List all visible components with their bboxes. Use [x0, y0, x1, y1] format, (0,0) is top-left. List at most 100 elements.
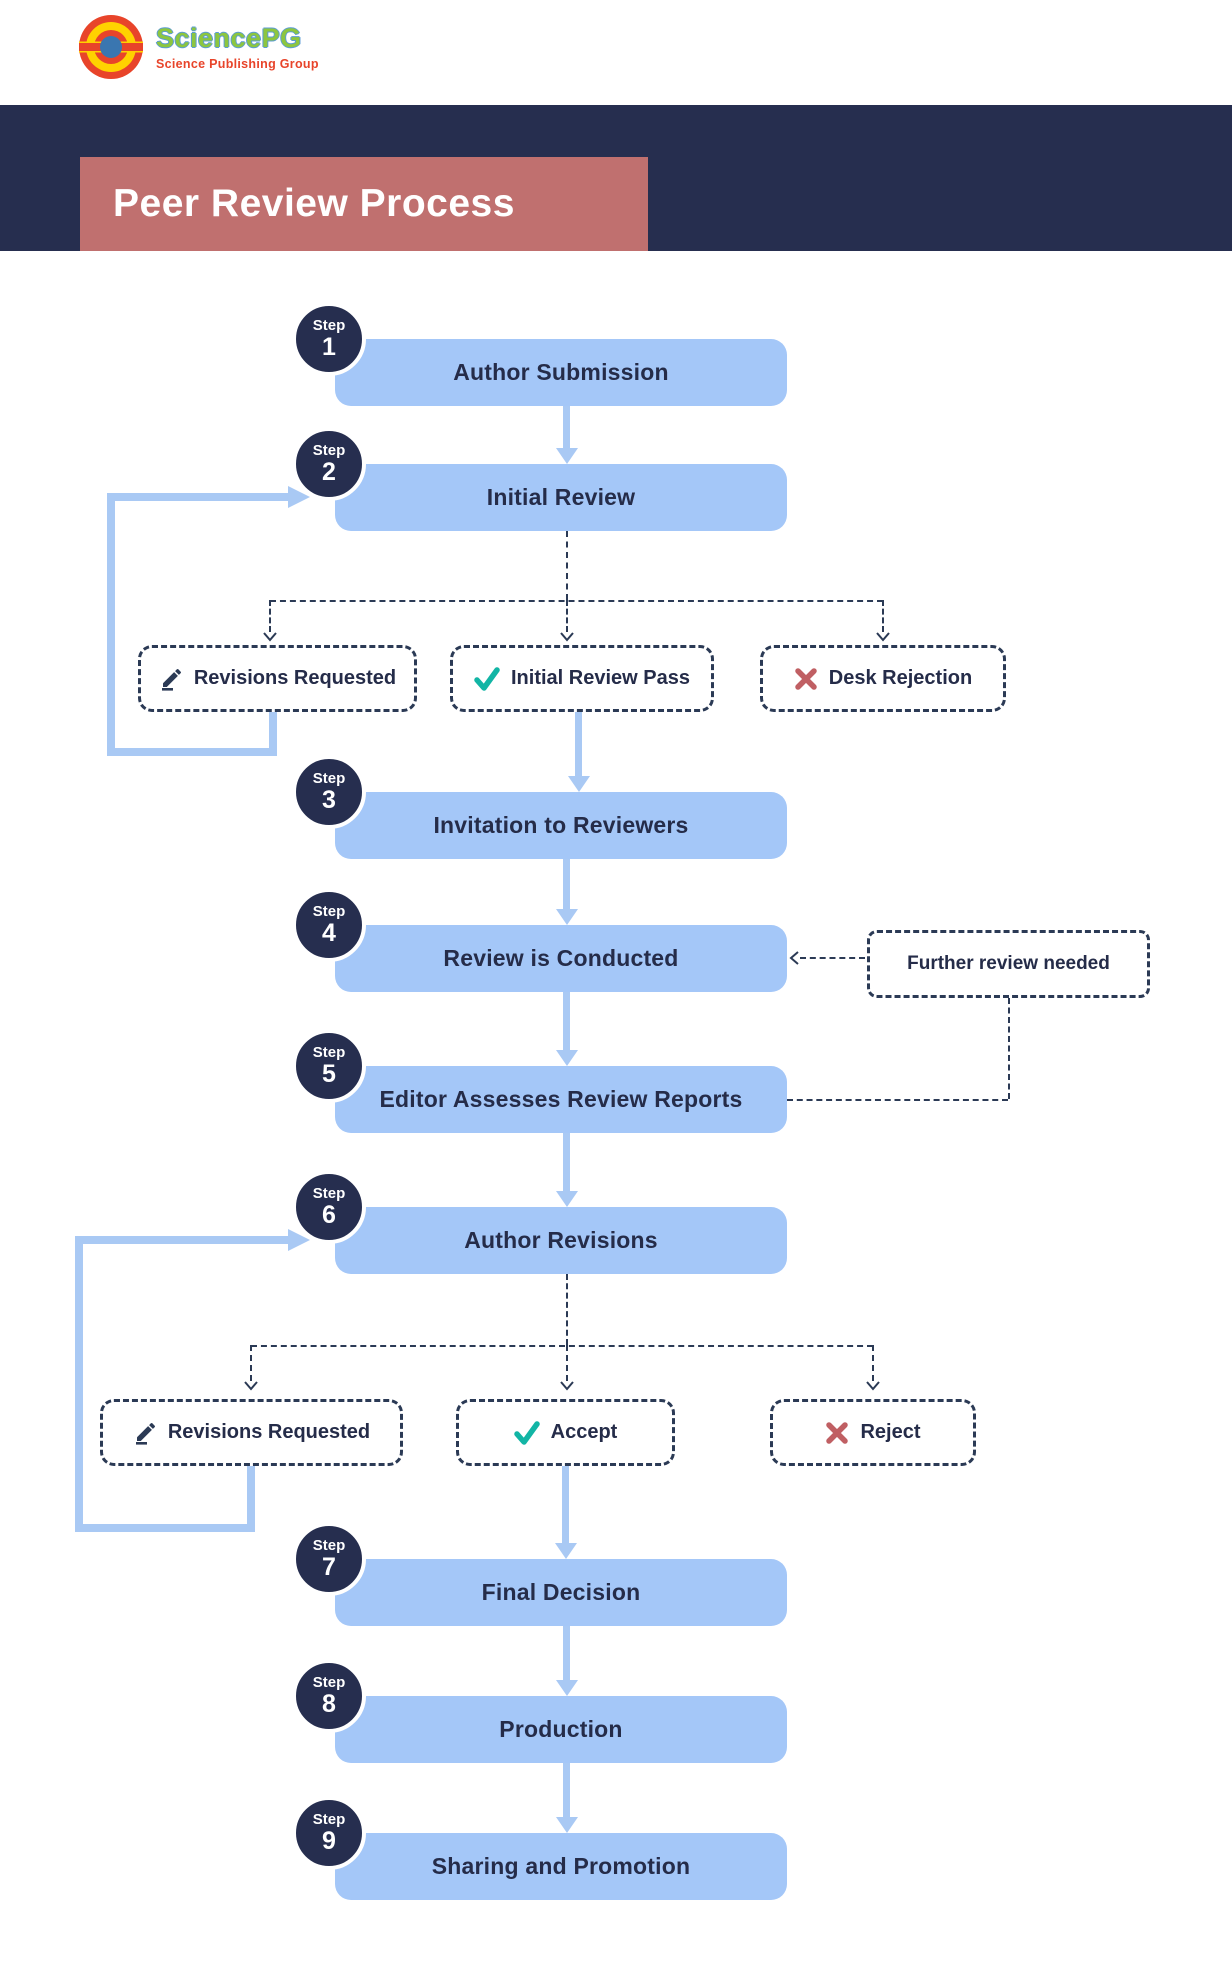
outcome-label: Desk Rejection [828, 667, 973, 689]
split1-stem [566, 531, 568, 600]
step-8-badge: Step 8 [292, 1659, 366, 1733]
arrow-8-9 [563, 1763, 570, 1817]
outcome-label: Initial Review Pass [511, 667, 690, 689]
arrow-8-9-head [556, 1817, 578, 1833]
chevron-down-icon [263, 632, 277, 642]
loop1-left-vertical [107, 493, 115, 756]
note-further-review-needed: Further review needed [867, 930, 1150, 998]
arrow-1-2-head [556, 448, 578, 464]
x-icon [795, 667, 817, 690]
step-title: Sharing and Promotion [431, 1853, 691, 1879]
step-word: Step [312, 442, 346, 459]
step-number: 3 [322, 785, 336, 814]
step-word: Step [312, 1811, 346, 1828]
note-return-vertical [1008, 998, 1010, 1099]
publisher-logo: SciencePG Science Publishing Group [78, 14, 319, 80]
step-number: 2 [322, 457, 336, 486]
step-word: Step [312, 317, 346, 334]
outcome-label: Accept [550, 1421, 618, 1443]
outcome-revisions-requested-2: Revisions Requested [100, 1399, 403, 1466]
step-9-box-sharing-and-promotion: Sharing and Promotion [335, 1833, 787, 1900]
step-number: 6 [322, 1200, 336, 1229]
note-return-horizontal [787, 1099, 1008, 1101]
split2-bar [251, 1345, 873, 1347]
step-title: Production [499, 1716, 623, 1742]
split1-drop-right [882, 600, 884, 632]
loop2-top [81, 1236, 288, 1244]
page-title: Peer Review Process [113, 182, 515, 225]
step-number: 4 [322, 918, 336, 947]
arrow-accept-7 [562, 1466, 569, 1543]
loop1-bottom [107, 748, 277, 756]
step-7-badge: Step 7 [292, 1522, 366, 1596]
step-title: Invitation to Reviewers [433, 812, 689, 838]
arrow-5-6 [563, 1133, 570, 1191]
arrow-4-5 [563, 992, 570, 1050]
split2-drop-mid [566, 1345, 568, 1381]
step-2-box-initial-review: Initial Review [335, 464, 787, 531]
split2-drop-right [872, 1345, 874, 1381]
arrow-3-4-head [556, 909, 578, 925]
logo-subtitle: Science Publishing Group [156, 57, 319, 71]
split2-drop-left [250, 1345, 252, 1381]
loop1-top [113, 493, 288, 501]
step-3-box-invitation-to-reviewers: Invitation to Reviewers [335, 792, 787, 859]
loop2-bottom [75, 1524, 251, 1532]
step-4-box-review-is-conducted: Review is Conducted [335, 925, 787, 992]
outcome-revisions-requested-1: Revisions Requested [138, 645, 417, 712]
step-1-box-author-submission: Author Submission [335, 339, 787, 406]
arrow-7-8-head [556, 1680, 578, 1696]
step-word: Step [312, 770, 346, 787]
chevron-down-icon [866, 1381, 880, 1391]
arrow-pass-3-head [568, 776, 590, 792]
step-title: Review is Conducted [443, 945, 679, 971]
chevron-down-icon [560, 632, 574, 642]
split1-drop-left [269, 600, 271, 632]
step-word: Step [312, 1044, 346, 1061]
chevron-down-icon [244, 1381, 258, 1391]
step-title: Author Revisions [464, 1227, 658, 1253]
note-arrow-line [800, 957, 865, 959]
outcome-reject: Reject [770, 1399, 976, 1466]
check-icon [513, 1420, 540, 1445]
outcome-label: Reject [860, 1421, 921, 1443]
step-number: 5 [322, 1059, 336, 1088]
step-8-box-production: Production [335, 1696, 787, 1763]
step-number: 9 [322, 1826, 336, 1855]
note-label: Further review needed [907, 953, 1110, 974]
step-5-badge: Step 5 [292, 1029, 366, 1103]
step-number: 8 [322, 1689, 336, 1718]
x-icon [826, 1421, 849, 1444]
chevron-down-icon [876, 632, 890, 642]
step-1-badge: Step 1 [292, 302, 366, 376]
step-number: 1 [322, 332, 336, 361]
step-3-badge: Step 3 [292, 755, 366, 829]
arrow-1-2 [563, 406, 570, 448]
outcome-accept: Accept [456, 1399, 675, 1466]
loop2-left-vertical [75, 1236, 83, 1532]
step-number: 7 [322, 1552, 336, 1581]
step-word: Step [312, 1674, 346, 1691]
step-word: Step [312, 1185, 346, 1202]
split2-stem [566, 1274, 568, 1345]
chevron-down-icon [560, 1381, 574, 1391]
outcome-desk-rejection: Desk Rejection [760, 645, 1006, 712]
step-title: Initial Review [486, 484, 636, 510]
arrow-4-5-head [556, 1050, 578, 1066]
step-7-box-final-decision: Final Decision [335, 1559, 787, 1626]
arrow-5-6-head [556, 1191, 578, 1207]
step-4-badge: Step 4 [292, 888, 366, 962]
step-6-badge: Step 6 [292, 1170, 366, 1244]
step-title: Author Submission [453, 359, 669, 385]
pencil-icon [135, 1422, 155, 1445]
pencil-icon [161, 668, 181, 691]
check-icon [474, 666, 500, 691]
loop2-from-box [247, 1466, 255, 1532]
logo-title: SciencePG [156, 23, 302, 53]
step-9-badge: Step 9 [292, 1796, 366, 1870]
step-title: Editor Assesses Review Reports [379, 1086, 743, 1112]
step-2-badge: Step 2 [292, 427, 366, 501]
outcome-label: Revisions Requested [193, 667, 397, 689]
loop1-from-box [269, 712, 277, 756]
